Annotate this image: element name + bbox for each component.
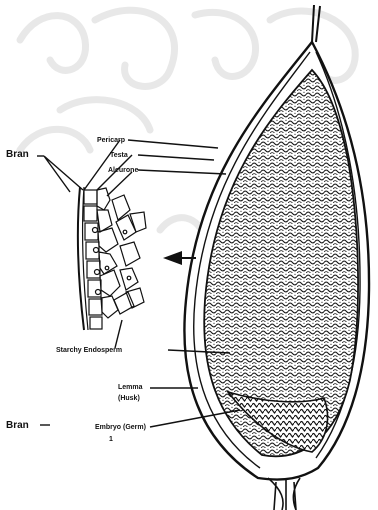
embryo-label: Embryo (Germ) (95, 424, 146, 431)
awn (312, 5, 320, 42)
testa-label: Testa (110, 152, 128, 159)
embryo-index: 1 (109, 436, 113, 443)
pericarp-label: Pericarp (97, 137, 125, 144)
rachilla-base (268, 478, 300, 510)
aleurone-label: Aleurone (108, 167, 138, 174)
bran-cross-section-inset (78, 187, 146, 330)
starchy-endosperm-region (204, 70, 358, 456)
lemma-husk-label: (Husk) (118, 395, 140, 402)
starchy-endosperm-label: Starchy Endosperm (56, 347, 122, 354)
bran-label-top: Bran (6, 150, 29, 160)
bran-label-bottom: Bran (6, 421, 29, 431)
lemma-label: Lemma (118, 384, 143, 391)
